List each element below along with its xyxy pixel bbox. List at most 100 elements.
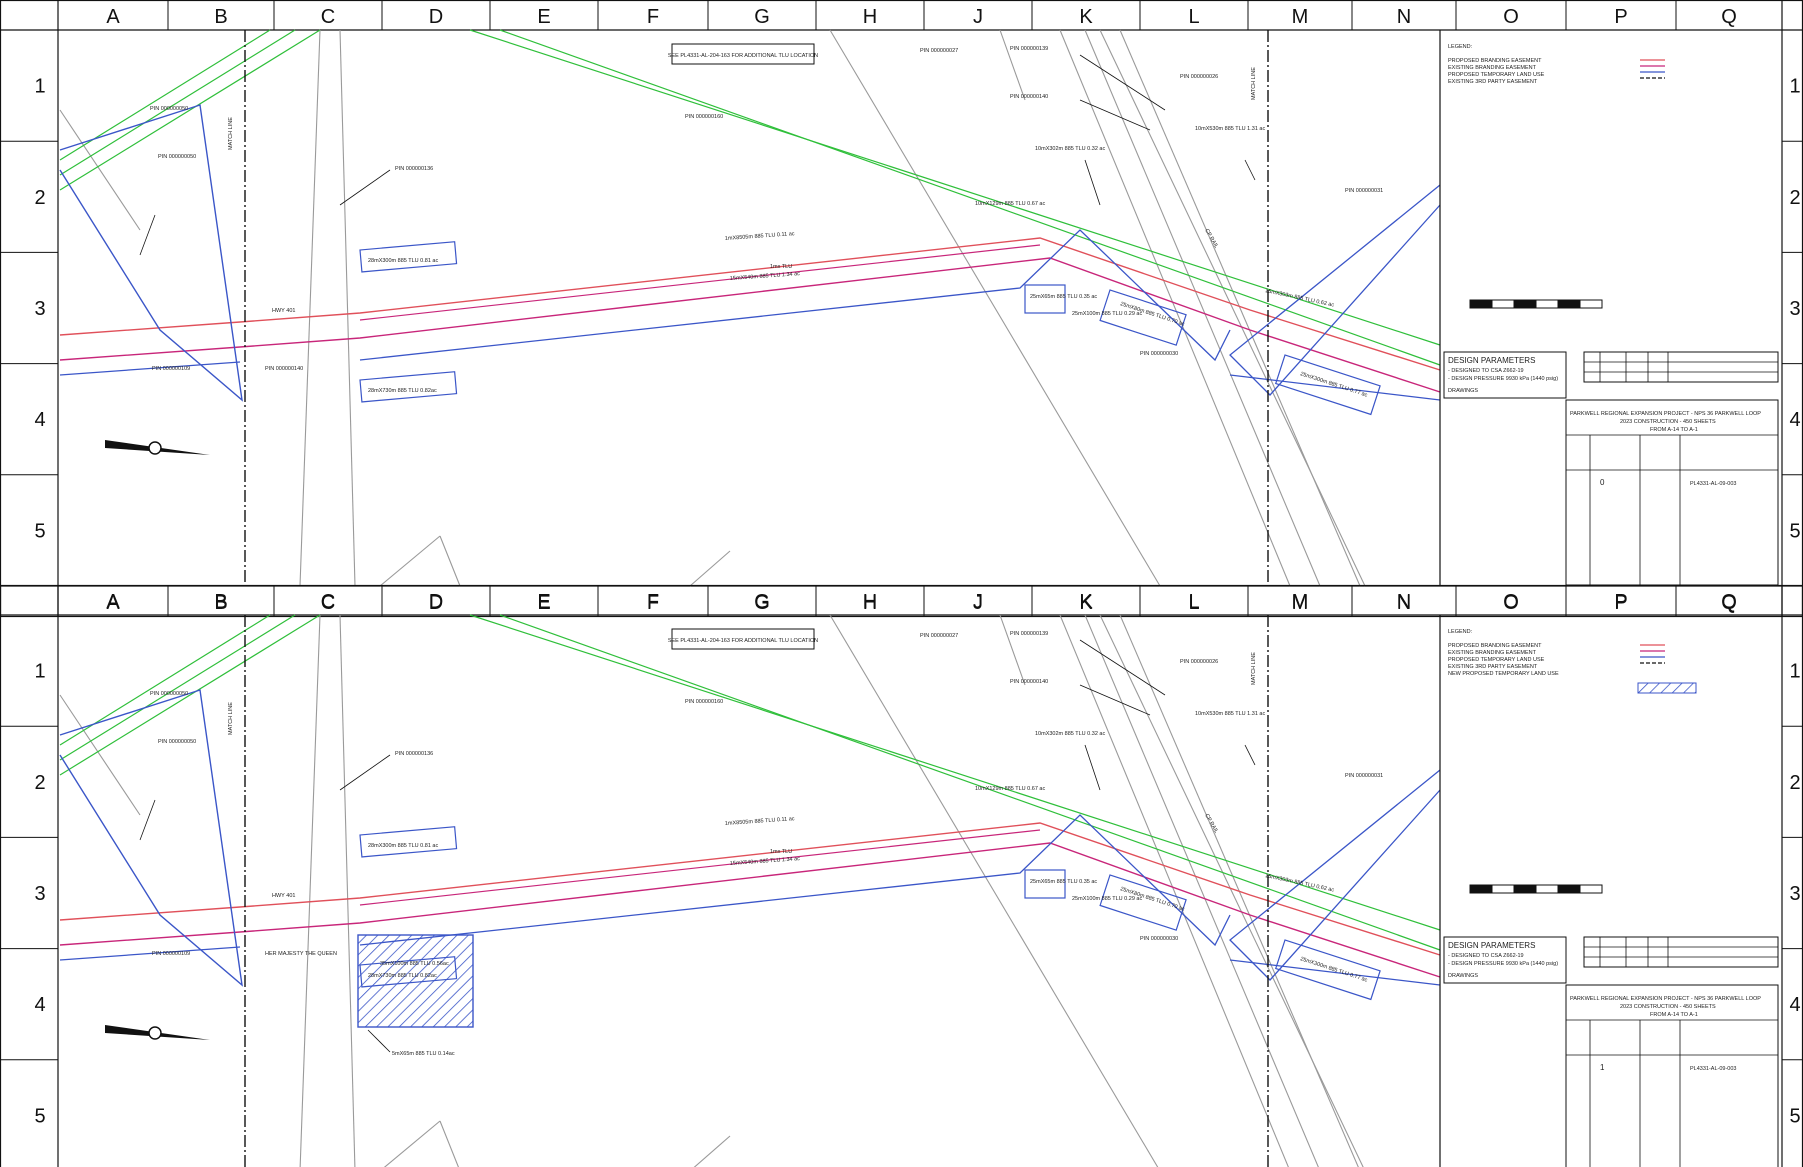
tlu-label: 28mX300m 885 TLU 0.81 ac	[368, 843, 438, 849]
tlu-label: 25mX100m 885 TLU 0.29 ac	[1072, 896, 1142, 902]
third-party-easement	[469, 614, 1441, 931]
scale-bar	[1469, 884, 1603, 894]
column-label-top: K	[1079, 6, 1093, 28]
design-line: DRAWINGS	[1448, 388, 1478, 394]
row-label-right: 4	[1789, 409, 1800, 431]
revision-table	[1583, 351, 1779, 383]
column-label-top: Q	[1721, 6, 1737, 28]
property-line	[299, 29, 321, 587]
property-line	[383, 1120, 441, 1167]
column-label-top: L	[1188, 6, 1199, 28]
design-box	[1443, 936, 1567, 984]
property-line	[379, 535, 441, 587]
column-label-top: O	[1503, 6, 1519, 28]
row-label-right: 5	[1789, 1105, 1800, 1127]
third-party-easement	[59, 614, 321, 776]
leader-line	[139, 799, 156, 841]
column-label-top: F	[647, 6, 659, 28]
legend-item: PROPOSED TEMPORARY LAND USE	[1448, 657, 1545, 663]
pin-label: PIN 000000030	[1140, 351, 1178, 357]
tlu-label: 28mX730m 885 TLU 0.82ac	[368, 388, 437, 394]
scale-segment	[1579, 884, 1603, 894]
proposed-easement	[59, 822, 1441, 956]
row-label-left: 4	[34, 409, 45, 431]
property-line	[1099, 29, 1366, 587]
column-label-top: B	[214, 591, 227, 613]
match-line-label: MATCH LINE	[228, 117, 234, 150]
tlu-box	[359, 826, 458, 858]
column-label-top: C	[321, 6, 335, 28]
legend-item: PROPOSED TEMPORARY LAND USE	[1448, 72, 1545, 78]
leader-line	[367, 1029, 391, 1053]
property-line	[1084, 614, 1319, 1167]
leader-line	[339, 754, 391, 791]
row-label-left: 5	[34, 1105, 45, 1127]
project-title: PARKWELL REGIONAL EXPANSION PROJECT - NP…	[1570, 411, 1761, 417]
column-label-bottom: O	[1503, 592, 1519, 614]
tlu-box	[1099, 874, 1187, 931]
column-label-top: H	[863, 591, 877, 613]
pin-label: PIN 000000160	[685, 114, 723, 120]
column-label-bottom: N	[1397, 592, 1411, 614]
row-label-left: 3	[34, 298, 45, 320]
match-line-label: MATCH LINE	[1251, 67, 1257, 100]
pin-label: PIN 000000136	[395, 751, 433, 757]
tlu-outline	[59, 104, 243, 402]
column-label-top: F	[647, 591, 659, 613]
note-box	[671, 628, 815, 650]
column-label-bottom: H	[863, 592, 877, 614]
property-line	[689, 550, 731, 587]
tlu-label: 10mX530m 885 TLU 1.31 ac	[1195, 711, 1265, 717]
drawing-panel-2: AABBCCDDEEFFGGHHJJKKLLMMNNOOPPQQ11223344…	[0, 584, 1803, 1167]
pin-label: PIN 000000027	[920, 48, 958, 54]
third-party-easement	[469, 29, 1441, 346]
scale-bar	[1469, 299, 1603, 309]
tlu-box	[1274, 354, 1381, 416]
design-line: - DESIGNED TO CSA Z662-19	[1448, 953, 1524, 959]
pin-label: PIN 000000109	[152, 951, 190, 957]
scale-segment	[1491, 299, 1515, 309]
row-label-left: 4	[34, 994, 45, 1016]
design-title: DESIGN PARAMETERS	[1448, 941, 1535, 950]
tlu-label: 25mX65m 885 TLU 0.35 ac	[1030, 879, 1097, 885]
property-line	[999, 614, 1026, 686]
tlu-label: 15mX540m 885 TLU 1.34 ac	[730, 271, 801, 282]
scale-segment	[1513, 299, 1537, 309]
property-line	[339, 614, 356, 1167]
tlu-outline	[1229, 184, 1441, 396]
column-label-top: H	[863, 6, 877, 28]
tlu-outline	[1229, 959, 1441, 986]
project-range: FROM A-14 TO A-1	[1650, 427, 1698, 433]
road-label: HWY 401	[272, 308, 295, 314]
leader-line	[1244, 744, 1256, 766]
column-label-bottom: Q	[1721, 592, 1737, 614]
column-label-bottom: P	[1614, 592, 1627, 614]
tlu-label: 10mX129m 885 TLU 0.67 ac	[975, 786, 1045, 792]
property-line	[829, 614, 1159, 1167]
project-title: PARKWELL REGIONAL EXPANSION PROJECT - NP…	[1570, 996, 1761, 1002]
scale-segment	[1579, 299, 1603, 309]
legend-item: PROPOSED BRANDING EASEMENT	[1448, 643, 1542, 649]
arrow-center	[148, 1026, 162, 1040]
tlu-label: 25mX100m 885 TLU 0.29 ac	[1072, 311, 1142, 317]
tlu-outline	[1229, 769, 1441, 981]
scale-segment	[1491, 884, 1515, 894]
pin-label: PIN 000000139	[1010, 631, 1048, 637]
leader-line	[1079, 639, 1166, 696]
scale-segment	[1469, 884, 1493, 894]
drawing-number: PL4331-AL-09-003	[1690, 1066, 1736, 1072]
leader-line	[1084, 159, 1101, 206]
tlu-outline	[359, 229, 1231, 362]
property-line	[1119, 29, 1361, 587]
property-line	[59, 109, 141, 231]
tlu-outline	[59, 361, 241, 376]
row-label-right: 4	[1789, 994, 1800, 1016]
pin-label: PIN 000000140	[265, 366, 303, 372]
pin-label: PIN 000000050	[158, 154, 196, 160]
pin-label: PIN 000000139	[1010, 46, 1048, 52]
design-title: DESIGN PARAMETERS	[1448, 356, 1535, 365]
design-box	[1443, 351, 1567, 399]
pin-label: PIN 000000027	[920, 633, 958, 639]
